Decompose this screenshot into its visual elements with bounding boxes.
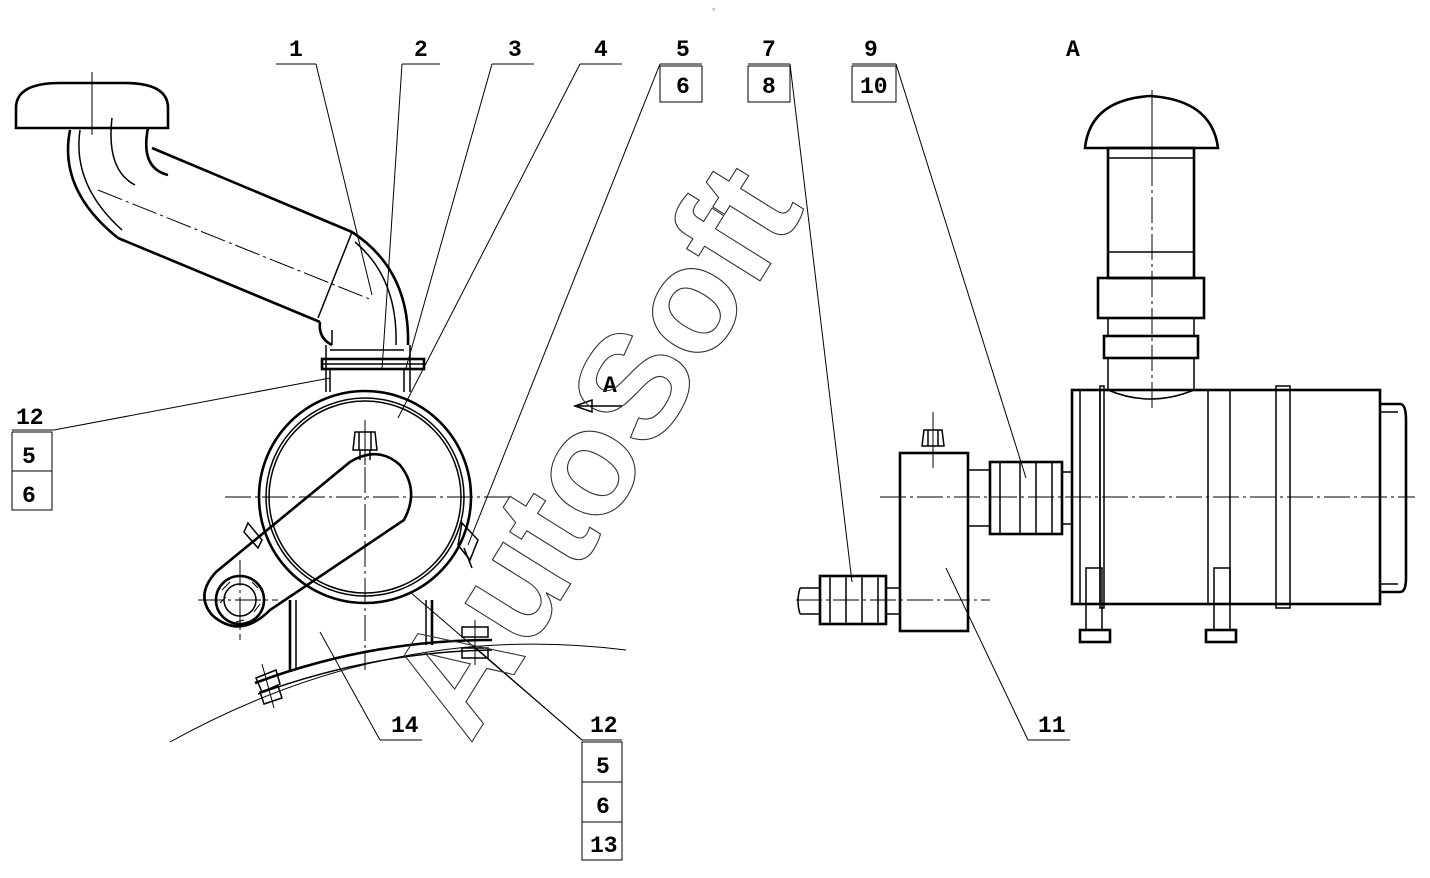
outlet-arm: [203, 452, 413, 628]
callout-11: 11: [1038, 713, 1066, 739]
callout-9: 9: [864, 37, 878, 63]
callout-labels: 1 2 3 4 5 6 7 8 9 10 11 14 A 12 5 6 12 5…: [16, 37, 1080, 859]
stack-left-0: 12: [16, 405, 44, 431]
stack-bottom-1: 5: [596, 754, 610, 780]
callout-1: 1: [289, 37, 303, 63]
housing-nut: [352, 431, 378, 451]
callout-3: 3: [508, 37, 522, 63]
view-arrow-label: A: [603, 373, 617, 399]
right-view: [796, 90, 1415, 644]
leader-lines: [11, 63, 1070, 861]
block-nut: [921, 429, 945, 447]
left-view: A: [14, 72, 627, 743]
right-pipe-collar: [1096, 276, 1206, 320]
right-pipe-top: [1106, 146, 1196, 280]
right-foot-right: [1213, 567, 1231, 631]
stack-left-1: 5: [22, 444, 36, 470]
strap-bolt-left: [255, 663, 283, 709]
callout-10: 10: [860, 74, 888, 100]
callout-2: 2: [414, 37, 428, 63]
callout-7: 7: [762, 37, 776, 63]
elbow-pipe: [66, 129, 119, 240]
callout-6: 6: [676, 74, 690, 100]
view-label: A: [1066, 37, 1080, 63]
stack-bottom-3: 13: [590, 833, 618, 859]
callout-5: 5: [676, 37, 690, 63]
clamp-left: [243, 521, 263, 550]
callout-14: 14: [391, 713, 419, 739]
stack-bottom-0: 12: [590, 713, 618, 739]
callout-8: 8: [762, 74, 776, 100]
stack-bottom-2: 6: [596, 794, 610, 820]
coupling-9: [988, 460, 1064, 536]
callout-4: 4: [594, 37, 608, 63]
top-mark: *: [712, 6, 716, 16]
body-contour: [169, 643, 627, 743]
mounting-strap: [254, 638, 493, 685]
block-11: [898, 451, 970, 633]
stack-left-2: 6: [22, 483, 36, 509]
right-cap: [1083, 94, 1220, 150]
intake-cap: [14, 81, 170, 130]
inclined-pipe: [117, 236, 321, 324]
